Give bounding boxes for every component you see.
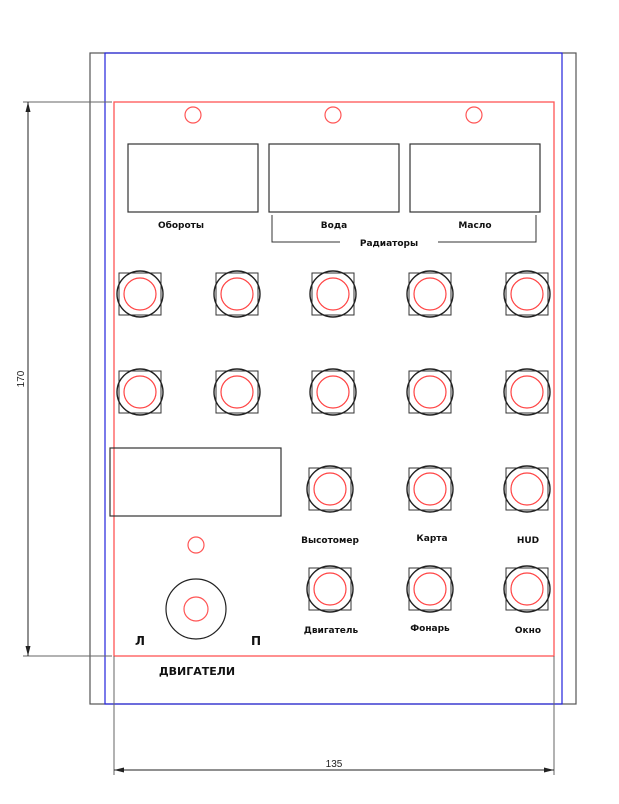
mount-hole: [184, 106, 202, 124]
aux-display: [109, 447, 282, 517]
toggle-switch: [116, 270, 164, 318]
switch-bezel-circle: [406, 565, 454, 613]
switch-hole-circle: [413, 572, 447, 606]
switch-label-hud: HUD: [517, 536, 539, 546]
switch-bezel-circle: [309, 368, 357, 416]
radiators-label: Радиаторы: [360, 239, 418, 249]
radiators-bracket-right: [438, 215, 537, 243]
engine-left-label: Л: [135, 634, 145, 648]
switch-bezel-circle: [503, 368, 551, 416]
toggle-switch: [213, 368, 261, 416]
toggle-switch: [503, 270, 551, 318]
switch-bezel-circle: [306, 565, 354, 613]
switch-mount-square: [118, 370, 162, 414]
switch-bezel-circle: [406, 270, 454, 318]
switch-mount-square: [408, 272, 452, 316]
switch-hole-circle: [220, 375, 254, 409]
switch-bezel-circle: [116, 368, 164, 416]
toggle-switch: [406, 465, 454, 513]
radiators-bracket-left: [271, 215, 340, 243]
mount-hole: [324, 106, 342, 124]
switch-bezel-circle: [406, 465, 454, 513]
switch-bezel-circle: [309, 270, 357, 318]
switch-hole-circle: [510, 472, 544, 506]
gauge-display-oil: [409, 143, 541, 213]
toggle-switch: [309, 368, 357, 416]
indicator-led: [187, 536, 205, 554]
switch-hole-circle: [510, 277, 544, 311]
switch-label-map: Карта: [416, 534, 447, 544]
gauge-display-rpm: [127, 143, 259, 213]
switch-hole-circle: [413, 472, 447, 506]
switch-mount-square: [505, 370, 549, 414]
switch-hole-circle: [413, 277, 447, 311]
switch-mount-square: [408, 567, 452, 611]
switch-mount-square: [311, 370, 355, 414]
switch-hole-circle: [123, 277, 157, 311]
toggle-switch: [503, 565, 551, 613]
dim-width-value: 135: [326, 759, 343, 770]
switch-hole-circle: [316, 277, 350, 311]
switch-bezel-circle: [503, 270, 551, 318]
switch-hole-circle: [413, 375, 447, 409]
switch-mount-square: [505, 467, 549, 511]
switch-bezel-circle: [116, 270, 164, 318]
switch-hole-circle: [123, 375, 157, 409]
engine-title: ДВИГАТЕЛИ: [159, 665, 235, 678]
gauge-label-oil: Масло: [458, 221, 491, 231]
switch-mount-square: [311, 272, 355, 316]
switch-hole-circle: [510, 375, 544, 409]
engine-selector-center: [183, 596, 209, 622]
toggle-switch: [306, 565, 354, 613]
enclosure-outline: [89, 52, 577, 705]
switch-bezel-circle: [503, 465, 551, 513]
switch-bezel-circle: [213, 270, 261, 318]
toggle-switch: [406, 270, 454, 318]
switch-mount-square: [215, 272, 259, 316]
switch-mount-square: [308, 567, 352, 611]
toggle-switch: [309, 270, 357, 318]
gauge-label-water: Вода: [321, 221, 347, 231]
gauge-display-water: [268, 143, 400, 213]
toggle-switch: [213, 270, 261, 318]
switch-hole-circle: [313, 472, 347, 506]
switch-bezel-circle: [306, 465, 354, 513]
switch-bezel-circle: [503, 565, 551, 613]
panel-outline: [113, 101, 555, 657]
switch-bezel-circle: [213, 368, 261, 416]
switch-label-window: Окно: [515, 626, 541, 636]
switch-mount-square: [118, 272, 162, 316]
toggle-switch: [503, 465, 551, 513]
gauge-label-rpm: Обороты: [158, 220, 204, 231]
bezel-outline: [104, 52, 563, 705]
dim-height-value: 170: [16, 370, 27, 387]
switch-label-altimeter: Высотомер: [301, 536, 359, 546]
toggle-switch: [503, 368, 551, 416]
dim-arrow-down: [25, 646, 31, 656]
dim-arrow-right: [544, 767, 554, 773]
engine-right-label: П: [251, 634, 261, 648]
engine-selector-knob: [165, 578, 227, 640]
switch-mount-square: [215, 370, 259, 414]
toggle-switch: [116, 368, 164, 416]
switch-bezel-circle: [406, 368, 454, 416]
switch-label-engine: Двигатель: [304, 626, 359, 636]
switch-mount-square: [308, 467, 352, 511]
switch-hole-circle: [510, 572, 544, 606]
switch-label-canopy: Фонарь: [410, 624, 450, 634]
switch-mount-square: [505, 272, 549, 316]
dim-arrow-left: [114, 767, 124, 773]
toggle-switch: [406, 565, 454, 613]
switch-hole-circle: [316, 375, 350, 409]
switch-mount-square: [408, 467, 452, 511]
switch-hole-circle: [220, 277, 254, 311]
mount-hole: [465, 106, 483, 124]
switch-mount-square: [505, 567, 549, 611]
switch-mount-square: [408, 370, 452, 414]
toggle-switch: [306, 465, 354, 513]
switch-hole-circle: [313, 572, 347, 606]
toggle-switch: [406, 368, 454, 416]
dim-arrow-up: [25, 102, 31, 112]
